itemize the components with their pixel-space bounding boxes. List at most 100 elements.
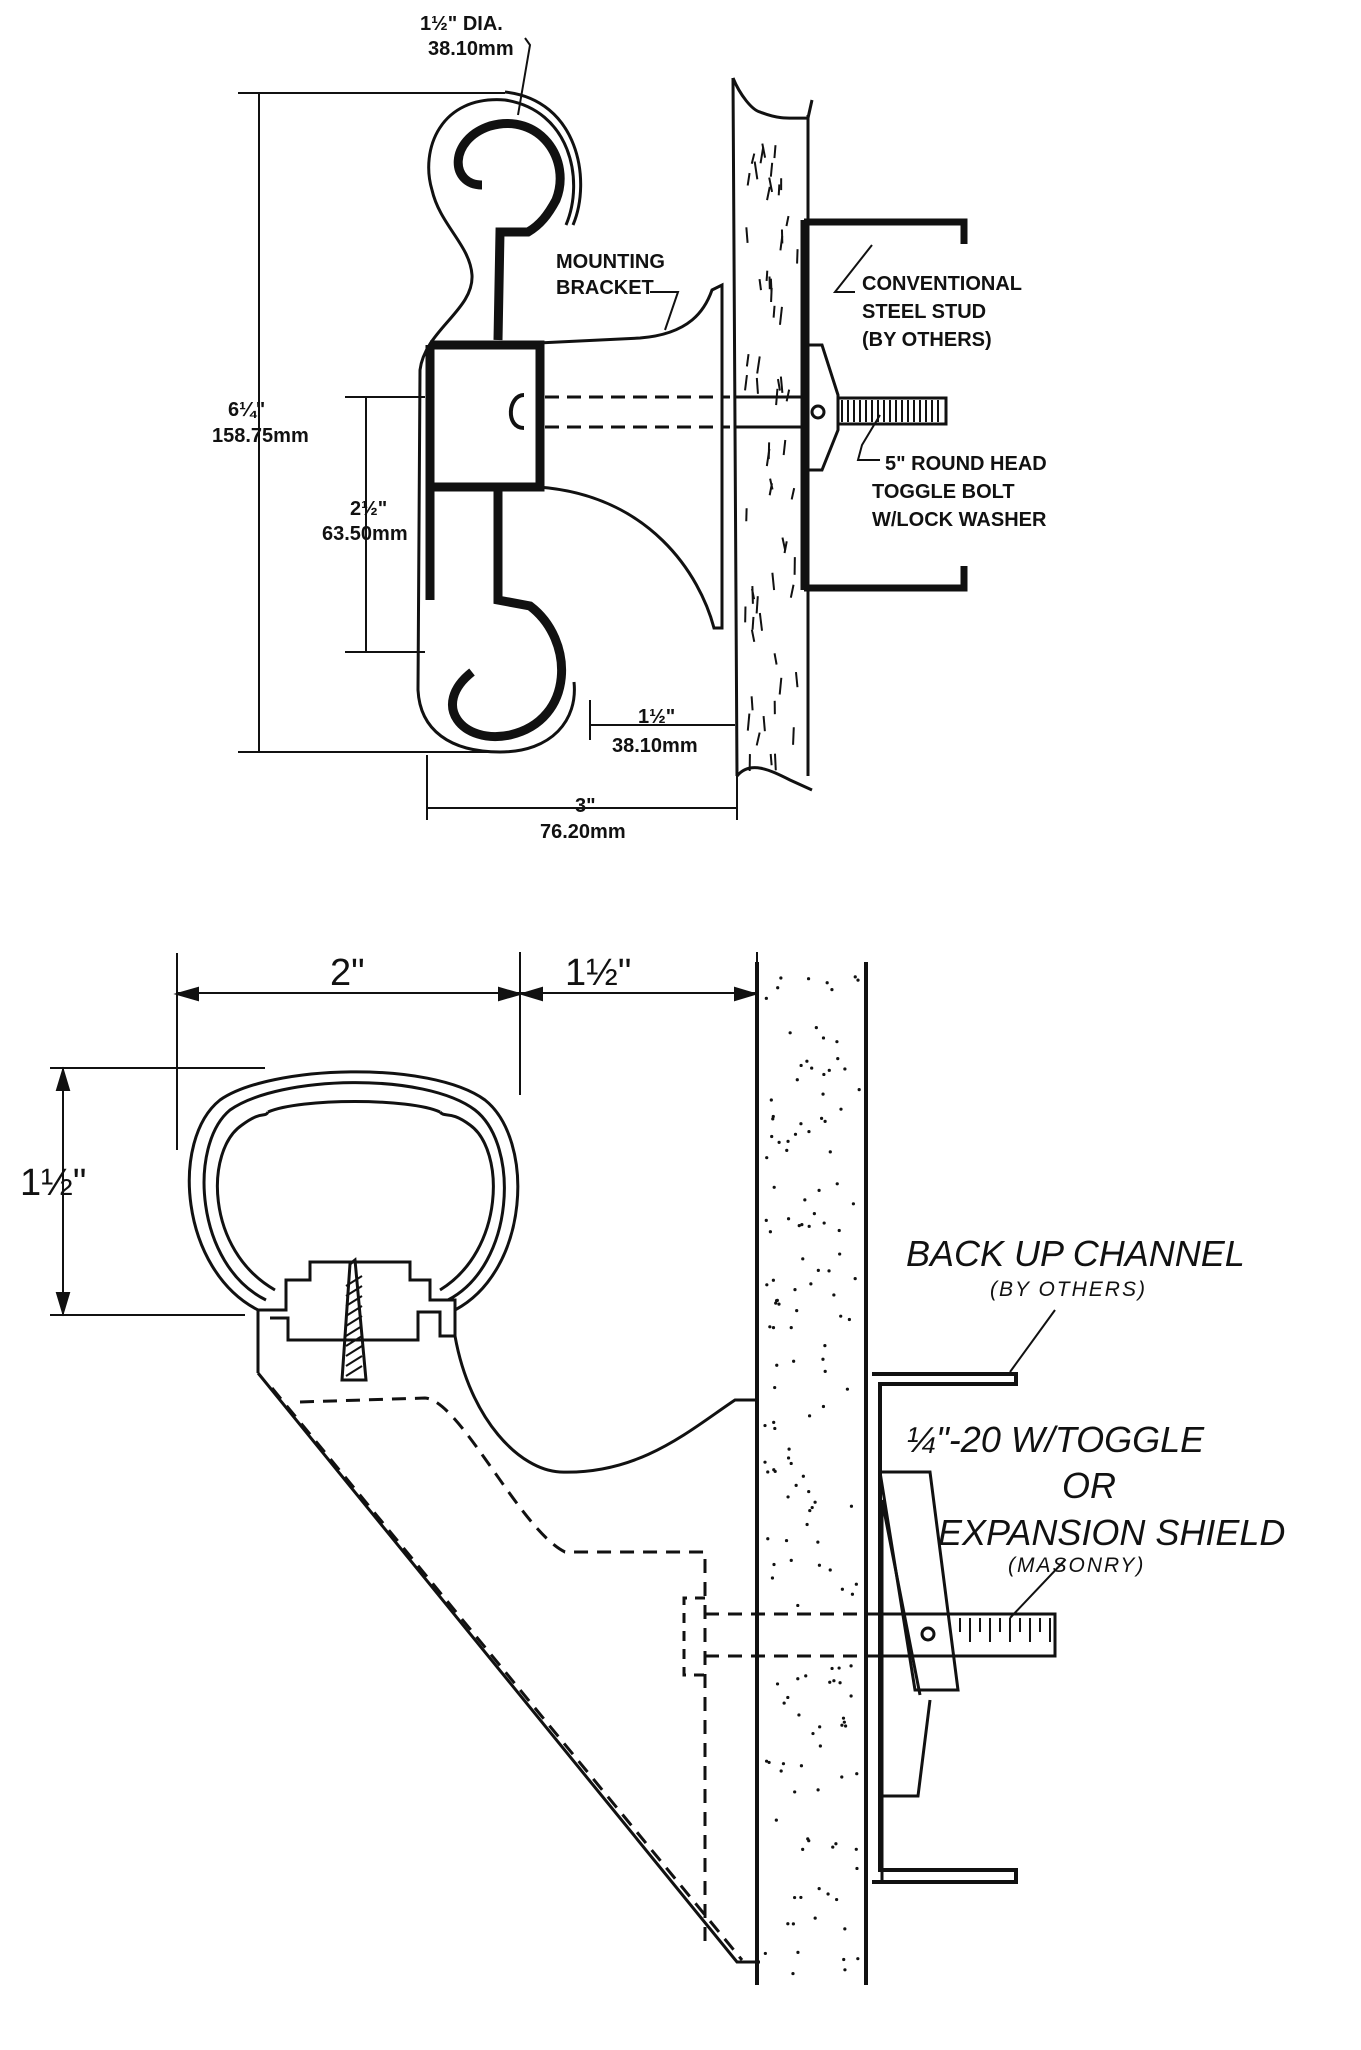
bracket-label-2: BRACKET bbox=[556, 277, 654, 299]
wall-texture-dash bbox=[758, 612, 764, 631]
wall-texture-dot bbox=[850, 1592, 855, 1596]
screw-hatch-line bbox=[345, 1315, 363, 1327]
wall-texture-dot bbox=[851, 1202, 856, 1206]
wall-texture-dot bbox=[816, 1788, 820, 1792]
screw-hatch-line bbox=[345, 1295, 363, 1307]
wall-texture-dash bbox=[765, 270, 769, 281]
wall-texture-dot bbox=[854, 1847, 858, 1851]
wall-texture-dot bbox=[817, 1887, 821, 1891]
screw-hatch-line bbox=[345, 1345, 363, 1357]
wall-texture-dot bbox=[830, 1666, 834, 1671]
wall-texture-dot bbox=[788, 1031, 792, 1035]
channel-label-2: (BY OTHERS) bbox=[990, 1278, 1147, 1301]
toggle-bolt bbox=[545, 343, 948, 472]
wall-texture-dot bbox=[797, 1713, 801, 1717]
wall-texture-dot bbox=[827, 1068, 831, 1072]
wall-texture-dot bbox=[773, 1426, 777, 1431]
wall-texture-dot bbox=[805, 1059, 809, 1063]
wall-texture-dot bbox=[823, 1344, 827, 1348]
wall-texture-dot bbox=[779, 1769, 783, 1773]
toggle-bolt-bottom bbox=[705, 1470, 1057, 1880]
wall-texture-dot bbox=[763, 1460, 767, 1464]
wall-texture-dash bbox=[761, 143, 767, 158]
wall-texture-dot bbox=[837, 1228, 841, 1233]
top-labels: 1½" DIA. 38.10mm 6¼" 158.75mm 2½" 63.50m… bbox=[212, 13, 1047, 843]
wall-texture-dot bbox=[792, 1895, 797, 1900]
wall-texture-dot bbox=[796, 1677, 800, 1681]
wall-texture-dot bbox=[793, 1790, 797, 1794]
clearance-mm-label: 38.10mm bbox=[612, 735, 698, 757]
wall-texture-dot bbox=[786, 1495, 790, 1499]
wall-texture-dash bbox=[758, 278, 762, 291]
wall-texture-dot bbox=[786, 1695, 790, 1700]
wall-texture-dot bbox=[818, 1725, 822, 1729]
wall-texture-dot bbox=[773, 1385, 777, 1390]
wall-texture-dot bbox=[768, 1230, 772, 1234]
channel-label-1: BACK UP CHANNEL bbox=[906, 1233, 1245, 1274]
wall-texture-dash bbox=[746, 172, 751, 186]
wall-texture-dot bbox=[855, 1772, 859, 1776]
wall-texture-dash bbox=[755, 596, 759, 614]
wall-texture-dot bbox=[840, 1723, 844, 1727]
wall-texture-dash bbox=[744, 374, 748, 391]
wall-texture-dot bbox=[793, 1288, 797, 1292]
wall-texture-dot bbox=[822, 1072, 826, 1077]
wall-texture-dash bbox=[785, 215, 790, 227]
depth-mm-label: 76.20mm bbox=[540, 821, 626, 843]
wall-texture-dash bbox=[745, 227, 749, 243]
wall-texture-dot bbox=[823, 1119, 827, 1124]
wall-texture-dot bbox=[794, 1483, 798, 1487]
wall-texture-dot bbox=[777, 1140, 781, 1145]
wall-texture-dot bbox=[775, 1363, 779, 1367]
wall-texture-dash bbox=[790, 487, 796, 500]
wall-texture-dash bbox=[768, 177, 774, 193]
wall-texture-dot bbox=[813, 1916, 817, 1920]
wall-texture-dot bbox=[823, 1369, 827, 1373]
wall-texture-dot bbox=[775, 1298, 779, 1302]
wall-texture-dash bbox=[755, 377, 759, 394]
wall-texture-dot bbox=[768, 1325, 772, 1329]
wall-texture-dot bbox=[854, 1582, 858, 1586]
wall-texture-dot bbox=[786, 1139, 790, 1143]
wall-texture-dot bbox=[784, 1538, 789, 1543]
wall-texture-dot bbox=[769, 1098, 773, 1102]
wall-texture-dot bbox=[842, 1957, 846, 1962]
wall-texture-dot bbox=[828, 1150, 832, 1154]
wall-texture-dot bbox=[764, 996, 768, 1000]
dimension-lines-bottom bbox=[50, 952, 1066, 1619]
wall-texture-dot bbox=[817, 1188, 821, 1192]
clearance-label-bottom: 1½" bbox=[565, 952, 631, 994]
bolt-label-1: 5" ROUND HEAD bbox=[885, 453, 1047, 475]
wall-texture-dot bbox=[828, 1568, 832, 1572]
wood-screw bbox=[340, 1257, 368, 1382]
bolt-label-2: TOGGLE BOLT bbox=[872, 481, 1015, 503]
stud-label-3: (BY OTHERS) bbox=[862, 329, 992, 351]
wall-texture-dot bbox=[840, 1587, 844, 1591]
wall-texture-dash bbox=[778, 306, 783, 325]
wall-texture-dot bbox=[772, 1562, 776, 1567]
wall-texture-dot bbox=[801, 1474, 805, 1478]
wall-texture-dot bbox=[789, 1558, 793, 1563]
fastener-label-3: EXPANSION SHIELD bbox=[938, 1512, 1285, 1553]
wall-texture-dot bbox=[764, 1218, 768, 1222]
mounting-bracket-top bbox=[537, 282, 724, 630]
wall-texture-dot bbox=[838, 1681, 842, 1685]
screw-hatch-line bbox=[345, 1305, 363, 1317]
wall-texture-dot bbox=[792, 1359, 796, 1363]
screw-hatch-line bbox=[345, 1365, 363, 1377]
wall-texture-dot bbox=[842, 1720, 846, 1724]
rail-oval bbox=[187, 1070, 520, 1373]
wall-texture-dot bbox=[781, 1762, 786, 1766]
wall-texture-dash bbox=[781, 537, 787, 551]
wall-texture-dot bbox=[849, 1694, 853, 1698]
wall-texture-dash bbox=[779, 236, 784, 251]
fastener-label-4: (MASONRY) bbox=[1008, 1554, 1145, 1577]
wall-texture-dot bbox=[825, 981, 829, 985]
stud-label-1: CONVENTIONAL bbox=[862, 273, 1022, 295]
wall-texture-dash bbox=[755, 732, 761, 746]
wall-texture-dash bbox=[773, 753, 777, 771]
wall-texture-dot bbox=[839, 1314, 843, 1318]
wall-texture-dot bbox=[765, 1156, 769, 1160]
wall-texture-dot bbox=[779, 976, 783, 980]
